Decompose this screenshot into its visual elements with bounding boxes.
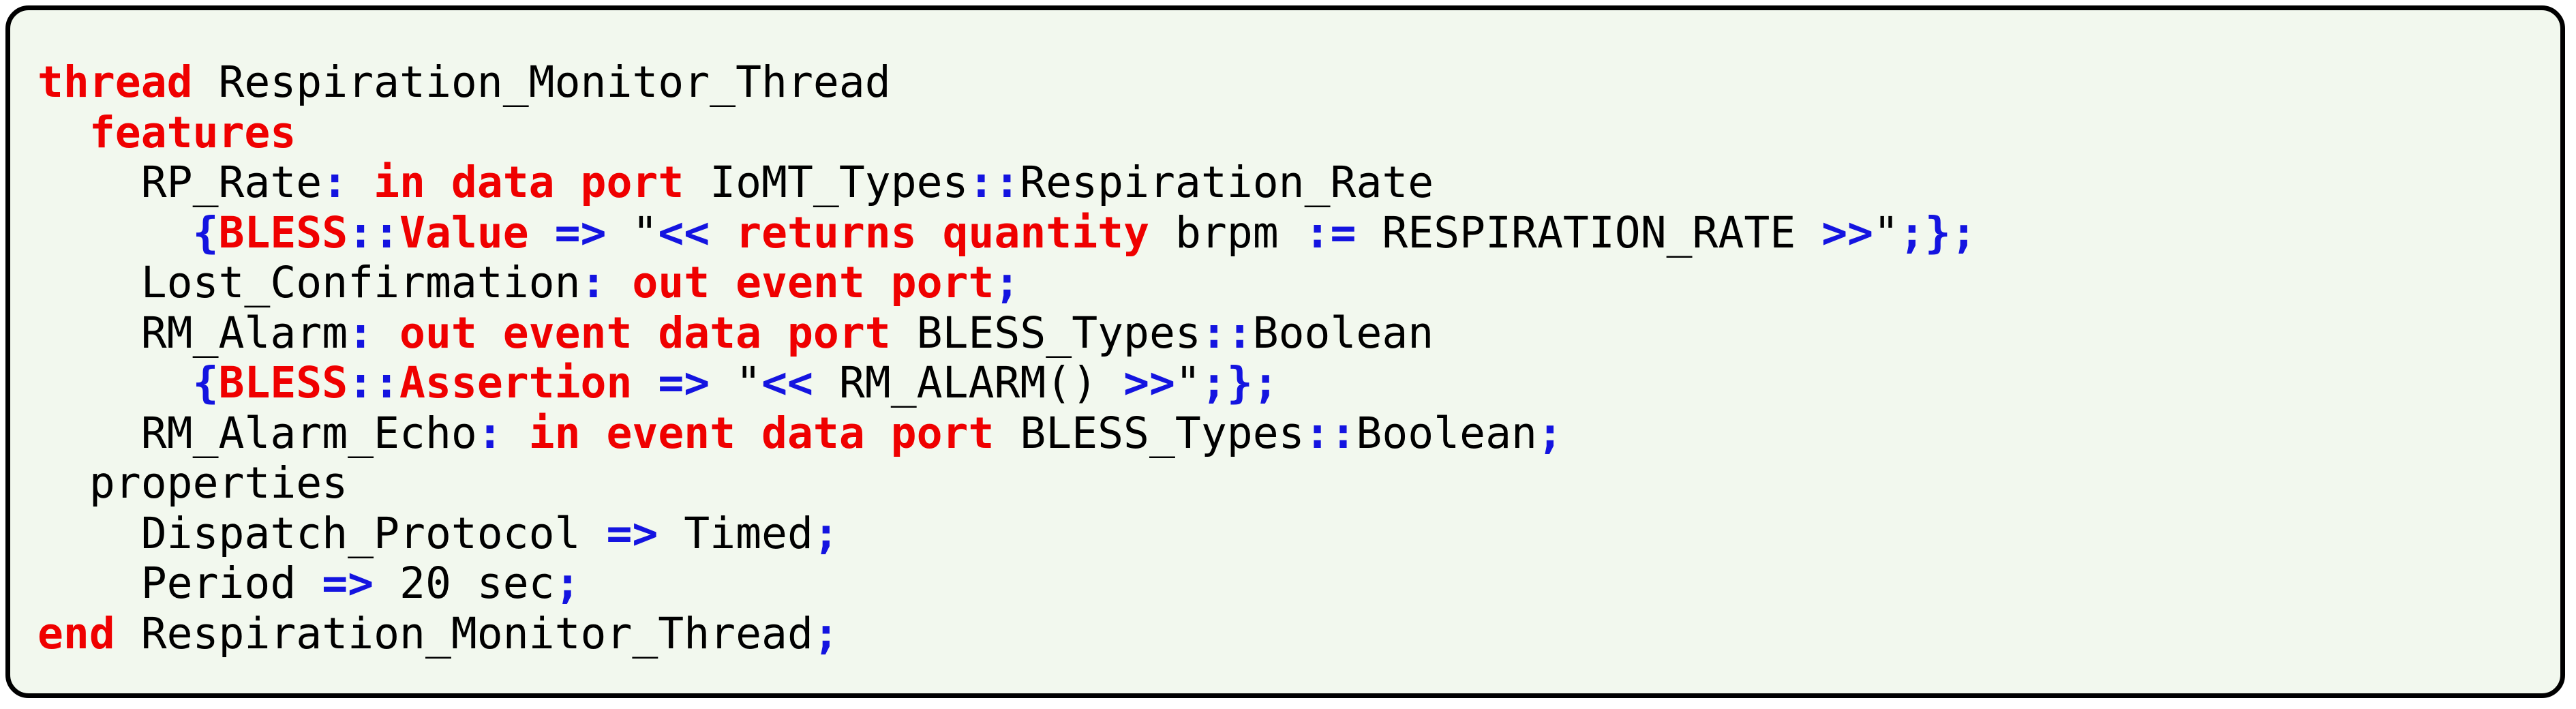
code-token-kw: BLESS (218, 358, 348, 408)
code-token-plain (503, 408, 529, 458)
code-line: Dispatch_Protocol => Timed; (37, 509, 1977, 559)
code-line: Lost_Confirmation: out event port; (37, 258, 1977, 308)
code-token-plain: RM_ALARM() (813, 358, 1124, 408)
code-token-op: ; (554, 558, 581, 608)
code-token-plain (348, 157, 374, 207)
code-token-plain: Respiration_Monitor_Thread (192, 57, 891, 107)
code-token-kw: Assertion (399, 358, 633, 408)
code-token-op: { (192, 358, 219, 408)
code-token-op: => (554, 207, 607, 258)
code-token-op: : (580, 258, 607, 307)
code-token-plain (374, 308, 399, 358)
code-token-plain (632, 358, 658, 408)
code-token-kw: BLESS (218, 207, 348, 258)
code-token-op: ;}; (1899, 207, 1977, 258)
code-token-plain: IoMT_Types (684, 157, 969, 207)
code-token-plain (37, 108, 89, 157)
code-token-op: :: (968, 157, 1020, 207)
code-token-kw: thread (37, 57, 193, 107)
code-token-plain: properties (37, 458, 348, 508)
code-line: Period => 20 sec; (37, 558, 1977, 609)
code-token-plain: RM_Alarm_Echo (37, 408, 477, 458)
code-token-kw: in data port (374, 157, 684, 207)
code-token-op: :: (1200, 307, 1253, 358)
code-token-plain: Boolean (1356, 408, 1537, 458)
code-token-str: " (632, 207, 658, 258)
code-token-op: ; (994, 258, 1020, 307)
code-token-kw: features (89, 107, 297, 157)
code-token-op: ; (813, 508, 839, 558)
code-token-op: : (348, 307, 374, 358)
code-token-str: " (1873, 207, 1899, 258)
code-token-kw: end (37, 608, 115, 659)
code-token-plain (37, 208, 193, 258)
code-token-str: " (736, 358, 762, 408)
code-token-op: :: (1304, 408, 1357, 458)
code-line: features (37, 108, 1977, 158)
code-token-op: => (658, 358, 710, 408)
code-line: end Respiration_Monitor_Thread; (37, 609, 1977, 659)
code-token-kw: out event data port (399, 307, 891, 358)
code-listing-body: thread Respiration_Monitor_Thread featur… (37, 57, 1977, 659)
code-line: {BLESS::Value => "<< returns quantity br… (37, 208, 1977, 258)
code-token-op: >> (1123, 358, 1175, 408)
code-token-plain (710, 358, 736, 408)
code-line: RM_Alarm_Echo: in event data port BLESS_… (37, 408, 1977, 459)
code-token-str: " (1175, 358, 1201, 408)
code-token-op: :: (348, 207, 400, 258)
code-line: thread Respiration_Monitor_Thread (37, 57, 1977, 108)
code-line: RM_Alarm: out event data port BLESS_Type… (37, 308, 1977, 359)
code-line: RP_Rate: in data port IoMT_Types::Respir… (37, 157, 1977, 208)
code-token-op: => (606, 508, 658, 558)
code-token-plain: Period (37, 558, 322, 608)
code-listing-frame: thread Respiration_Monitor_Thread featur… (5, 5, 2565, 698)
code-token-op: ;}; (1200, 358, 1279, 408)
code-line: {BLESS::Assertion => "<< RM_ALARM() >>";… (37, 358, 1977, 408)
code-token-plain (37, 358, 193, 408)
code-token-plain: Dispatch_Protocol (37, 508, 607, 558)
code-token-op: { (192, 207, 219, 258)
code-token-plain (529, 208, 555, 258)
code-token-plain: RM_Alarm (37, 307, 348, 358)
code-token-op: ; (1536, 408, 1563, 458)
code-token-op: : (322, 157, 348, 207)
code-token-op: ; (813, 608, 839, 659)
code-token-plain (710, 208, 736, 258)
code-token-kw: Value (399, 207, 529, 258)
code-token-plain: RP_Rate (37, 157, 322, 207)
code-token-plain: Lost_Confirmation (37, 258, 581, 307)
code-token-plain: brpm (1149, 207, 1305, 258)
code-token-op: => (322, 558, 374, 608)
code-token-kw: returns quantity (736, 207, 1150, 258)
code-token-plain: Timed (658, 508, 813, 558)
code-token-op: := (1304, 207, 1357, 258)
code-token-kw: out event port (632, 258, 995, 307)
code-token-plain: Boolean (1252, 307, 1434, 358)
code-token-plain: Respiration_Rate (1020, 157, 1434, 207)
code-token-plain: BLESS_Types (890, 307, 1201, 358)
code-token-plain: Respiration_Monitor_Thread (115, 608, 813, 659)
code-token-plain (606, 208, 632, 258)
code-token-op: >> (1821, 207, 1874, 258)
code-token-plain: 20 sec (374, 558, 555, 608)
code-token-kw: in event data port (528, 408, 995, 458)
code-token-plain: RESPIRATION_RATE (1356, 207, 1822, 258)
code-token-op: :: (348, 358, 400, 408)
code-token-op: << (761, 358, 813, 408)
code-token-plain (606, 258, 632, 307)
code-token-op: << (658, 207, 710, 258)
code-token-plain: BLESS_Types (994, 408, 1305, 458)
code-token-op: : (476, 408, 503, 458)
code-line: properties (37, 458, 1977, 509)
